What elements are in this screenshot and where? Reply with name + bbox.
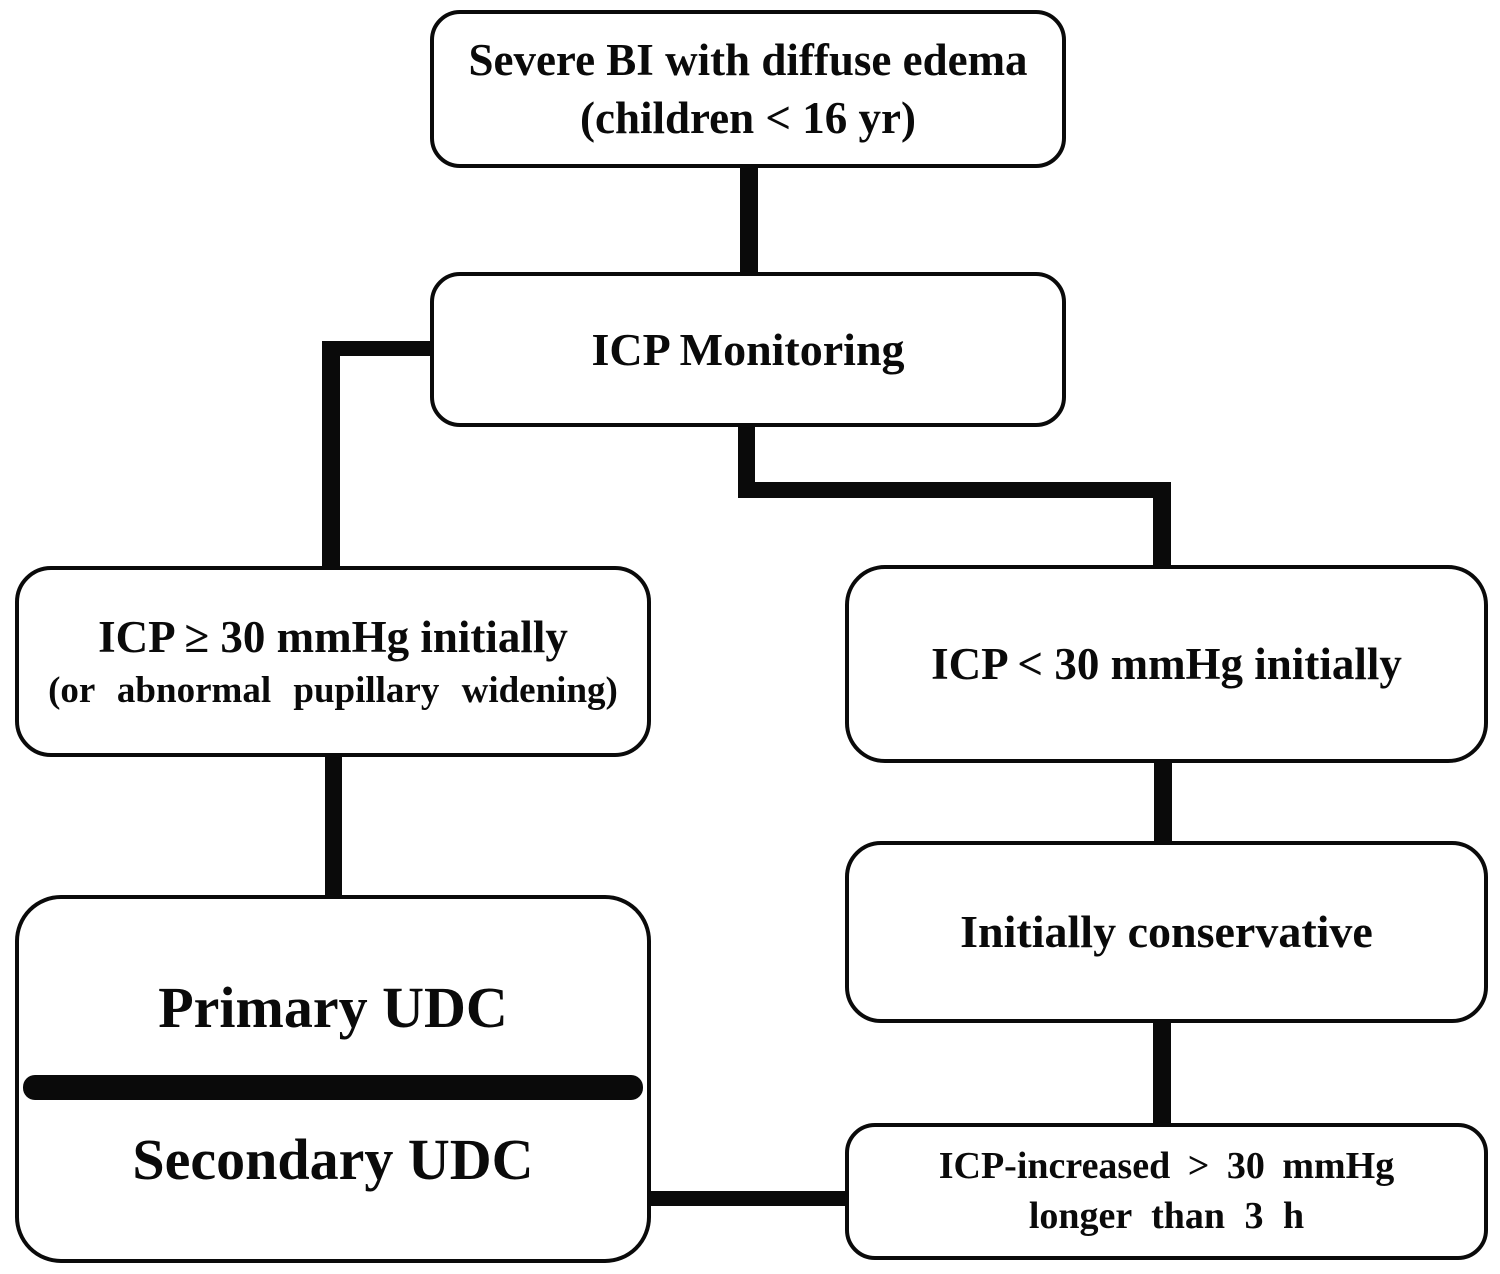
node-severe-bi: Severe BI with diffuse edema (children <… [430,10,1066,168]
node-icp-low-label: ICP < 30 mmHg initially [931,638,1402,689]
node-icp-increased-line2: longer than 3 h [1028,1194,1305,1237]
node-icp-low: ICP < 30 mmHg initially [845,565,1488,763]
node-icp-monitoring: ICP Monitoring [430,272,1066,427]
node-icp-monitoring-label: ICP Monitoring [591,323,905,375]
node-icp-increased-line1: ICP-increased > 30 mmHg [938,1145,1395,1188]
connector-icp-increased-to-secondary-udc [645,1191,848,1206]
node-icp-high: ICP ≥ 30 mmHg initially (or abnormal pup… [15,566,651,757]
connector-icp-high-to-udc [325,753,342,901]
connector-monitoring-bottom-stub [738,424,755,487]
node-initially-conservative: Initially conservative [845,841,1488,1023]
connector-monitoring-to-icp-high [322,341,340,571]
node-udc: Primary UDC Secondary UDC [15,895,651,1263]
node-severe-bi-line1: Severe BI with diffuse edema [468,34,1028,85]
udc-primary-label: Primary UDC [158,974,508,1040]
connector-conservative-to-icp-increased [1153,1019,1171,1129]
node-severe-bi-line2: (children < 16 yr) [579,93,917,143]
udc-secondary-label: Secondary UDC [132,1126,534,1192]
node-icp-high-line2: (or abnormal pupillary widening) [48,669,618,711]
connector-icp-low-to-conservative [1154,760,1172,846]
node-icp-high-line1: ICP ≥ 30 mmHg initially [98,612,568,663]
connector-monitoring-left-horizontal [322,341,437,356]
node-initially-conservative-label: Initially conservative [960,906,1373,958]
node-icp-increased: ICP-increased > 30 mmHg longer than 3 h [845,1123,1488,1260]
connector-monitoring-right-horizontal [738,482,1171,498]
udc-divider-bar [23,1075,643,1100]
connector-severe-to-monitoring [740,165,758,277]
connector-monitoring-to-icp-low [1153,482,1171,570]
